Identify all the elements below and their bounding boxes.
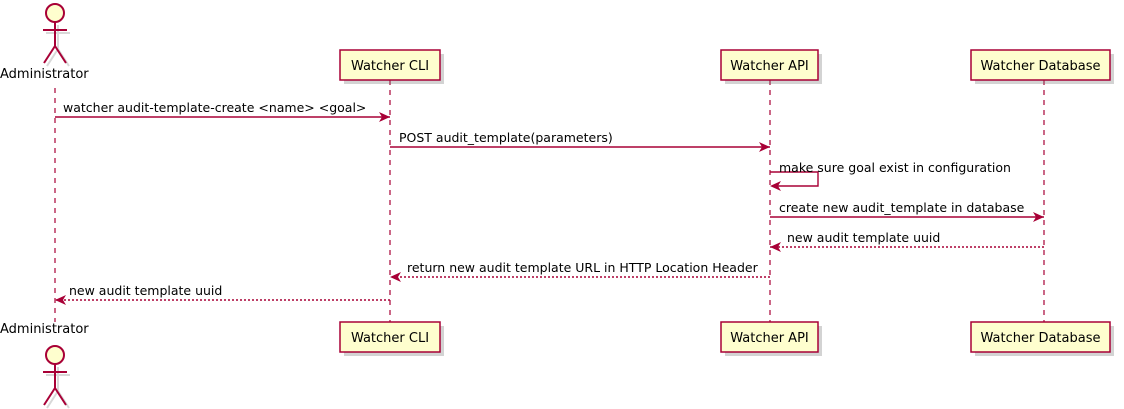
message-arrowhead xyxy=(55,295,66,305)
participant-box xyxy=(720,321,819,353)
participant-label-administrator: Administrator xyxy=(0,322,89,337)
message-label-3: make sure goal exist in configuration xyxy=(779,160,1011,175)
actor-administrator-bottom[interactable]: Administrator xyxy=(0,322,89,409)
participant-box xyxy=(720,49,819,81)
actor-administrator-top[interactable]: Administrator xyxy=(0,3,89,82)
participant-label-watcher-cli: Watcher CLI xyxy=(351,59,429,74)
participant-watcher-api-bottom[interactable]: Watcher API xyxy=(720,321,822,356)
lifelines-layer xyxy=(54,80,1045,322)
message-arrowhead xyxy=(759,142,770,152)
message-self-loop xyxy=(770,171,819,187)
participant-label-watcher-api: Watcher API xyxy=(730,331,809,346)
message-label-4: create new audit_template in database xyxy=(779,200,1025,215)
participant-label-watcher-database: Watcher Database xyxy=(981,59,1101,74)
message-arrowhead xyxy=(379,112,390,122)
participant-box xyxy=(339,321,441,353)
message-1[interactable]: watcher audit-template-create <name> <go… xyxy=(55,100,390,122)
participant-watcher-database-top[interactable]: Watcher Database xyxy=(970,49,1114,84)
message-arrowhead xyxy=(770,242,781,252)
participant-watcher-api-top[interactable]: Watcher API xyxy=(720,49,822,84)
participant-box xyxy=(970,49,1111,81)
participant-label-watcher-database: Watcher Database xyxy=(981,331,1101,346)
message-arrowhead xyxy=(390,272,401,282)
message-4[interactable]: create new audit_template in database xyxy=(770,200,1044,222)
participant-watcher-cli-bottom[interactable]: Watcher CLI xyxy=(339,321,444,356)
participant-watcher-database-bottom[interactable]: Watcher Database xyxy=(970,321,1114,356)
participant-label-watcher-cli: Watcher CLI xyxy=(351,331,429,346)
actor-shadow xyxy=(46,367,70,409)
message-label-1: watcher audit-template-create <name> <go… xyxy=(63,100,366,115)
participant-label-administrator: Administrator xyxy=(0,67,89,82)
message-3[interactable]: make sure goal exist in configuration xyxy=(770,160,1011,191)
message-2[interactable]: POST audit_template(parameters) xyxy=(390,130,770,152)
message-label-5: new audit template uuid xyxy=(787,230,940,245)
message-arrowhead xyxy=(1033,212,1044,222)
message-arrowhead xyxy=(770,181,781,191)
participant-label-watcher-api: Watcher API xyxy=(730,59,809,74)
message-5[interactable]: new audit template uuid xyxy=(770,230,1044,252)
message-label-2: POST audit_template(parameters) xyxy=(399,130,613,145)
message-7[interactable]: new audit template uuid xyxy=(55,283,390,305)
participant-watcher-cli-top[interactable]: Watcher CLI xyxy=(339,49,444,84)
message-label-7: new audit template uuid xyxy=(69,283,222,298)
participant-box xyxy=(339,49,441,81)
actor-body-icon xyxy=(43,364,67,406)
actor-shadow xyxy=(46,25,70,67)
message-6[interactable]: return new audit template URL in HTTP Lo… xyxy=(390,260,770,282)
actor-head-icon xyxy=(45,345,65,365)
actor-body-icon xyxy=(43,22,67,64)
messages-layer: watcher audit-template-create <name> <go… xyxy=(55,100,1044,305)
actor-head-icon xyxy=(45,3,65,23)
message-label-6: return new audit template URL in HTTP Lo… xyxy=(407,260,759,275)
participant-box xyxy=(970,321,1111,353)
